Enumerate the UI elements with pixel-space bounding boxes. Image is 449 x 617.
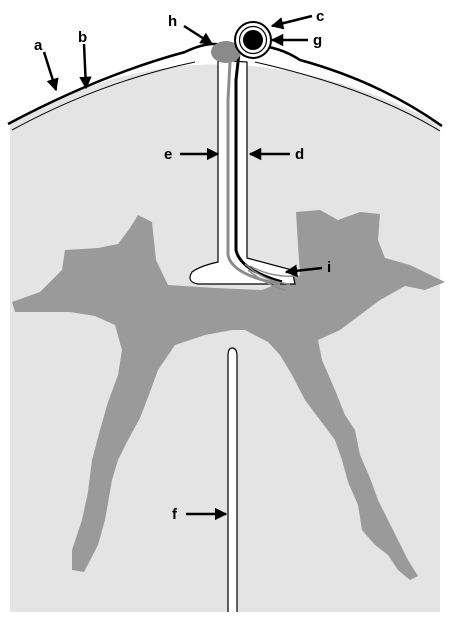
arrow-h <box>184 26 212 44</box>
arrow-c <box>272 16 312 26</box>
arrow-a <box>44 52 56 90</box>
arrow-b <box>84 44 86 88</box>
label-e: e <box>164 146 172 163</box>
label-i: i <box>327 259 331 276</box>
label-b: b <box>78 29 87 46</box>
label-h: h <box>168 13 177 30</box>
anterior-fissure-f <box>228 348 237 612</box>
label-d: d <box>295 146 304 163</box>
label-c: c <box>316 8 324 25</box>
label-a: a <box>34 37 43 54</box>
label-g: g <box>313 32 322 49</box>
vessel-lumen-g <box>243 30 263 50</box>
